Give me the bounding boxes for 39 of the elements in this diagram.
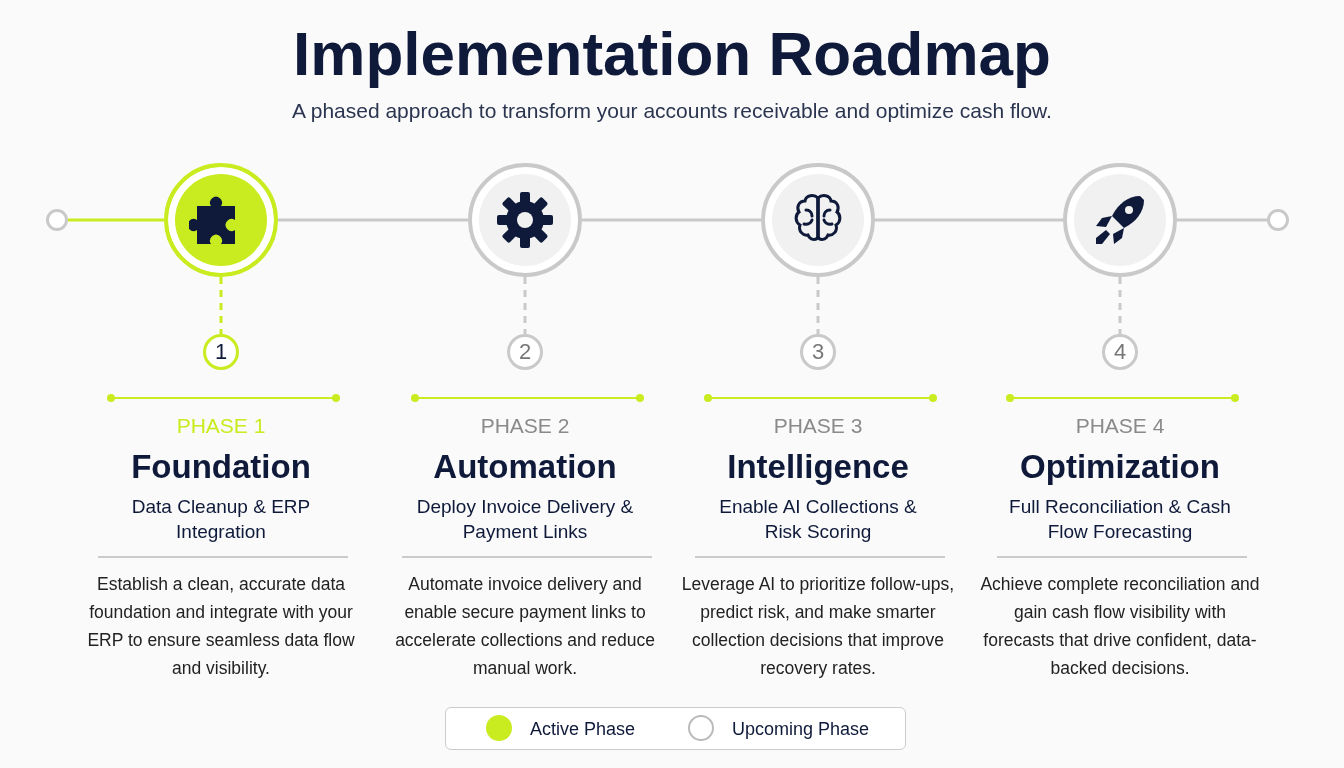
phase-heading: Intelligence bbox=[727, 448, 909, 486]
phase-description: Leverage AI to prioritize follow-ups, predict risk, and make smarter collection decisions that improve recovery rates. bbox=[680, 573, 956, 680]
timeline-line bbox=[1177, 218, 1267, 222]
step-number-circle bbox=[203, 334, 239, 370]
step-number-circle bbox=[1102, 334, 1138, 370]
timeline-end-circle bbox=[46, 209, 68, 231]
step-number-circle bbox=[800, 334, 836, 370]
step-number: 2 bbox=[518, 339, 532, 365]
phase-label: PHASE 4 bbox=[1075, 414, 1165, 438]
title: Implementation Roadmap bbox=[293, 18, 1051, 89]
phase-label: PHASE 1 bbox=[176, 414, 266, 438]
step-number: 4 bbox=[1113, 339, 1127, 365]
phase-subtitle: Full Reconciliation & Cash Flow Forecasting bbox=[1008, 495, 1232, 544]
dashed-connector bbox=[523, 277, 527, 334]
timeline-line bbox=[875, 218, 1063, 222]
phase-label: PHASE 3 bbox=[773, 414, 863, 438]
step-number: 3 bbox=[811, 339, 825, 365]
phase-description: Establish a clean, accurate data foundation and integrate with your ERP to ensure seamless data flow and visibility. bbox=[86, 573, 356, 680]
phase-description: Automate invoice delivery and enable secure payment links to accelerate collections and reduce manual work. bbox=[394, 573, 656, 680]
phase-subtitle: Enable AI Collections & Risk Scoring bbox=[718, 495, 918, 544]
legend-text: Upcoming Phase bbox=[732, 719, 870, 740]
step-number: 1 bbox=[214, 339, 228, 365]
subtitle: A phased approach to transform your accounts receivable and optimize cash flow. bbox=[292, 99, 1052, 123]
dashed-connector bbox=[1118, 277, 1122, 334]
timeline-line bbox=[582, 218, 761, 222]
step-number-circle bbox=[507, 334, 543, 370]
timeline-end-circle bbox=[1267, 209, 1289, 231]
dashed-connector bbox=[219, 277, 223, 334]
phase-subtitle: Data Cleanup & ERP Integration bbox=[130, 495, 312, 544]
phase-heading: Automation bbox=[433, 448, 617, 486]
dashed-connector bbox=[816, 277, 820, 334]
phase-heading: Foundation bbox=[131, 448, 311, 486]
timeline-line bbox=[68, 218, 164, 222]
timeline-line bbox=[278, 218, 468, 222]
phase-heading: Optimization bbox=[1020, 448, 1220, 486]
phase-description: Achieve complete reconciliation and gain cash flow visibility with forecasts that drive confident, data-backed decisions. bbox=[979, 573, 1261, 680]
phase-label: PHASE 2 bbox=[480, 414, 570, 438]
phase-subtitle: Deploy Invoice Delivery & Payment Links bbox=[415, 495, 635, 544]
legend-text: Active Phase bbox=[530, 719, 636, 740]
